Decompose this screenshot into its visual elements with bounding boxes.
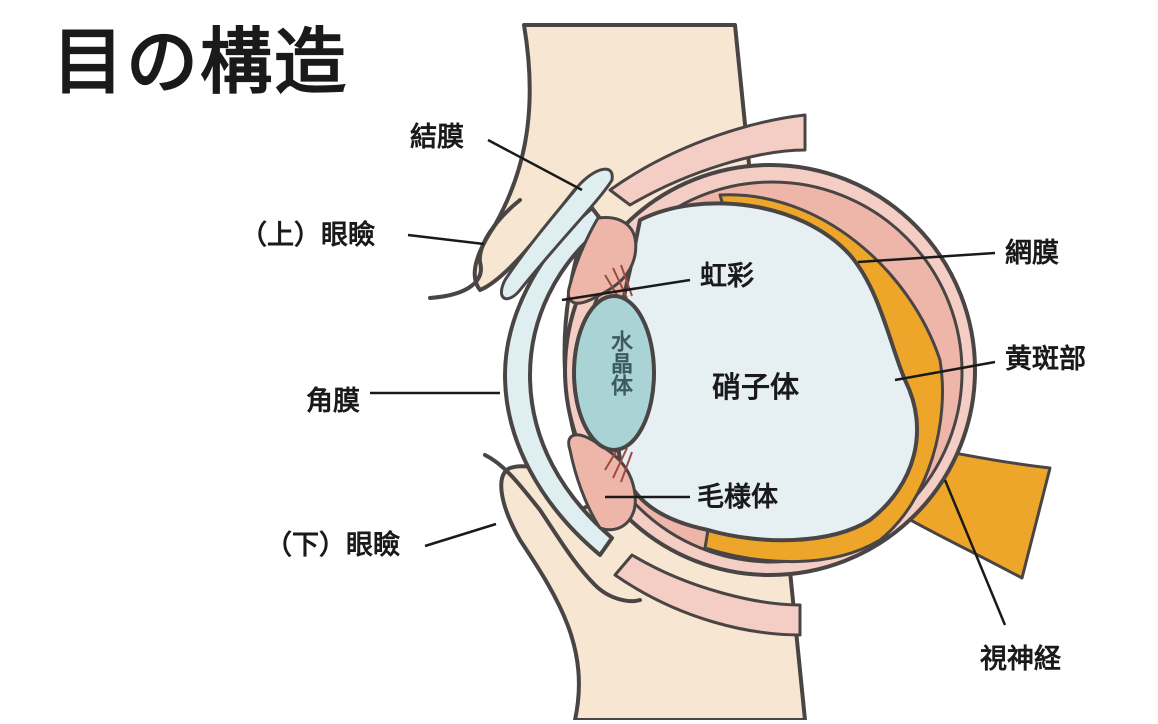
diagram-title: 目の構造 (52, 20, 349, 104)
label-lower-eyelid: （下）眼瞼 (265, 530, 400, 561)
label-upper-eyelid: （上）眼瞼 (240, 220, 375, 251)
upper-eye-muscle (608, 113, 807, 207)
iris-lower (567, 433, 637, 532)
leader-retina (857, 251, 996, 264)
lower-eye-muscle (613, 553, 802, 637)
leader-upper-eyelid (407, 233, 485, 246)
leader-macula (894, 360, 996, 382)
label-lens: 水晶体 (607, 330, 632, 396)
leader-lines (370, 138, 1007, 626)
leader-optic-nerve (943, 479, 1007, 626)
lower-eyelid-edge (483, 453, 642, 604)
conjunctiva-shape (499, 167, 614, 301)
label-vitreous: 硝子体 (712, 370, 800, 404)
label-optic-nerve: 視神経 (980, 644, 1061, 675)
cornea-shape (503, 206, 614, 557)
leader-lower-eyelid (424, 522, 497, 548)
label-ciliary-body: 毛様体 (697, 482, 778, 513)
vitreous-body (612, 201, 919, 543)
label-retina: 網膜 (1005, 238, 1059, 269)
leader-iris (561, 278, 691, 302)
leader-conjunctiva (487, 138, 583, 192)
lens-shape (572, 294, 656, 452)
label-macula: 黄斑部 (1005, 344, 1086, 375)
label-iris: 虹彩 (700, 261, 754, 292)
upper-eyelid-edge (428, 198, 522, 300)
label-cornea: 角膜 (306, 386, 360, 417)
label-conjunctiva: 結膜 (410, 122, 464, 153)
